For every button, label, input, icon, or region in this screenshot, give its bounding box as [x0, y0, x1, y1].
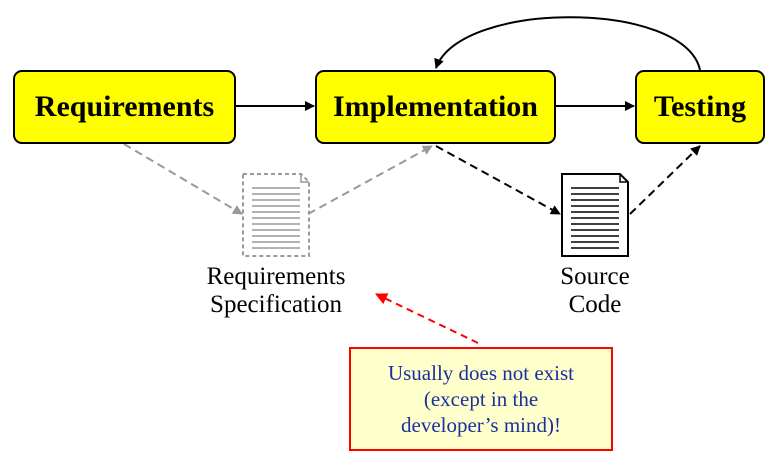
callout-note: Usually does not exist (except in the de… — [349, 347, 613, 451]
source-code-label-line1: Source — [560, 263, 630, 290]
dashed-arrow-requirements-to-spec — [123, 143, 243, 215]
stage-testing: Testing — [635, 70, 765, 144]
stage-testing-label: Testing — [653, 90, 747, 123]
arrow-testing-loop-back — [434, 16, 701, 71]
requirements-spec-label-line2: Specification — [210, 291, 342, 318]
callout-note-line2: (except in the — [423, 387, 539, 411]
requirements-spec-label-line1: Requirements — [206, 263, 346, 290]
requirements-spec-label: Requirements Specification — [176, 263, 376, 319]
source-code-label-line2: Code — [568, 291, 622, 318]
callout-arrow-note-to-spec — [375, 293, 479, 344]
stage-implementation: Implementation — [315, 70, 556, 144]
dashed-arrow-code-to-testing — [629, 145, 701, 215]
stage-requirements-label: Requirements — [34, 90, 215, 123]
stage-implementation-label: Implementation — [333, 90, 538, 123]
requirements-spec-document-icon — [242, 173, 310, 257]
callout-note-line1: Usually does not exist — [387, 361, 575, 385]
source-code-document-icon — [561, 173, 629, 257]
callout-note-line3: developer’s mind)! — [401, 413, 561, 437]
stage-requirements: Requirements — [13, 70, 236, 144]
dashed-arrow-implementation-to-code — [435, 145, 561, 215]
source-code-label: Source Code — [535, 263, 655, 319]
dashed-arrow-spec-to-implementation — [307, 145, 433, 215]
